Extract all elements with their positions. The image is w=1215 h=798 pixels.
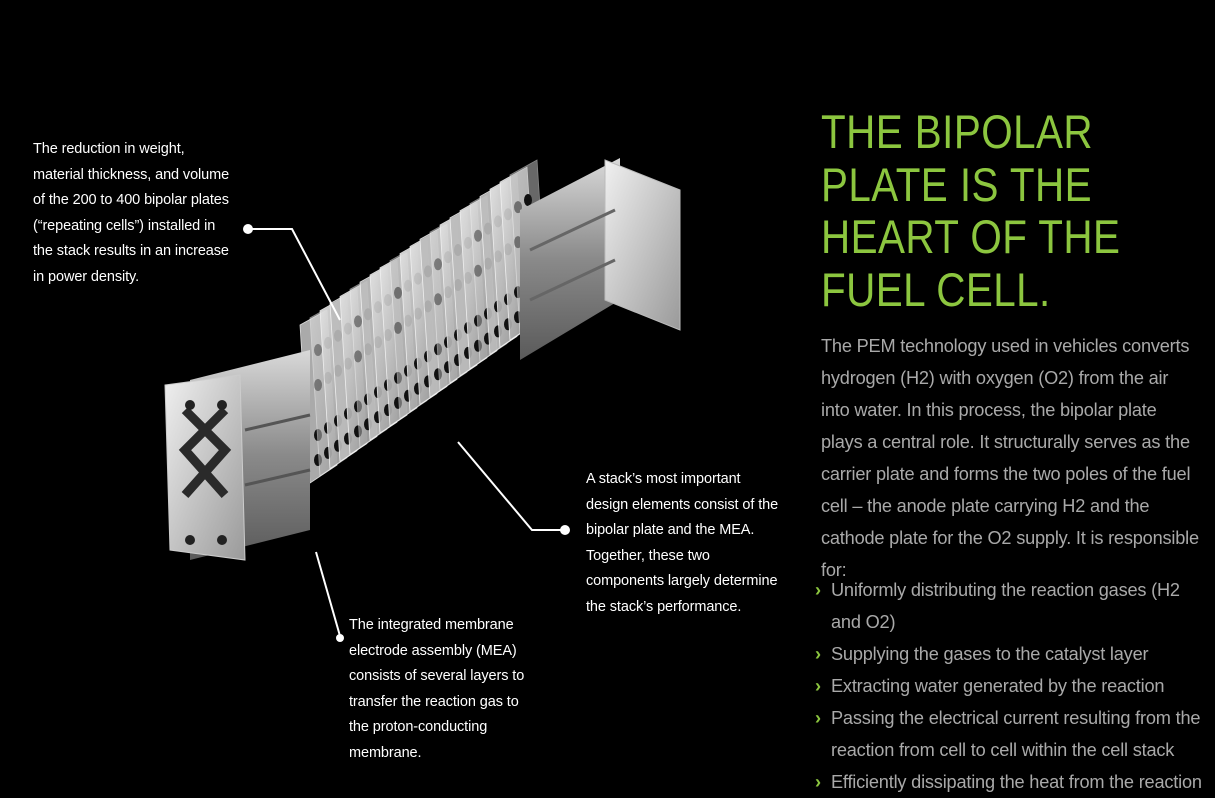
left-cell-block xyxy=(164,350,311,561)
chevron-right-icon: › xyxy=(815,772,821,792)
chevron-right-icon: › xyxy=(815,708,821,728)
list-item: ›Uniformly distributing the reaction gas… xyxy=(815,574,1213,638)
intro-paragraph: The PEM technology used in vehicles conv… xyxy=(821,336,1199,580)
list-item: ›Efficiently dissipating the heat from t… xyxy=(815,766,1213,798)
list-item: ›Extracting water generated by the react… xyxy=(815,670,1213,702)
list-item: ›Passing the electrical current resultin… xyxy=(815,702,1213,766)
plate-port-hole xyxy=(524,194,532,206)
callout-stack-design: A stack’s most important design elements… xyxy=(586,471,779,615)
callout-mea: The integrated membrane electrode assemb… xyxy=(349,617,525,761)
chevron-right-icon: › xyxy=(815,644,821,664)
chevron-right-icon: › xyxy=(815,580,821,600)
bipolar-plates-group xyxy=(299,159,548,484)
callout-weight-reduction: The reduction in weight, material thickn… xyxy=(33,141,230,285)
fuel-cell-stack-illustration xyxy=(164,158,681,561)
responsibilities-list: ›Uniformly distributing the reaction gas… xyxy=(815,574,1213,798)
right-cell-block xyxy=(520,158,681,360)
list-item: ›Supplying the gases to the catalyst lay… xyxy=(815,638,1213,670)
headline: THE BIPOLAR PLATE IS THE HEART OF THE FU… xyxy=(821,105,1121,316)
chevron-right-icon: › xyxy=(815,676,821,696)
